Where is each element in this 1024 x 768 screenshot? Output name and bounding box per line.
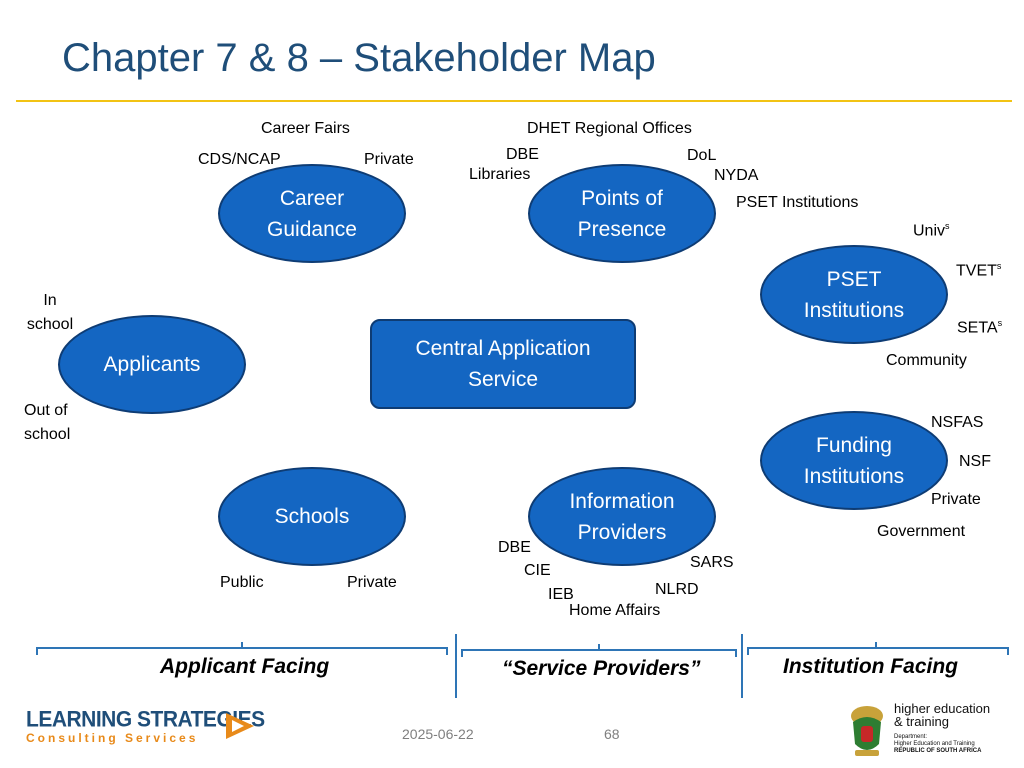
node-pset-institutions: PSET Institutions — [760, 245, 948, 344]
bracket-applicant-left-tick — [36, 647, 38, 655]
label-out-of-school: Out of school — [24, 399, 70, 447]
logo-line1: LEARNING STRATEGIES — [26, 707, 265, 732]
label-ieb: IEB — [548, 586, 574, 603]
footer-date: 2025-06-22 — [402, 726, 474, 742]
node-funding-line1: Funding — [816, 433, 892, 457]
bracket-applicant-facing — [36, 647, 448, 649]
label-seta-text: SETA — [957, 319, 998, 337]
label-tvets: TVETs — [956, 256, 1001, 281]
label-nyda: NYDA — [714, 167, 759, 184]
label-tvet-sup: s — [996, 261, 1002, 271]
logo-line2: Consulting Services — [26, 731, 199, 745]
section-divider-2 — [741, 634, 743, 698]
dept-line2: & training — [894, 714, 949, 729]
label-dbe-info: DBE — [498, 539, 531, 556]
bracket-service-center-tick — [598, 644, 600, 650]
bracket-institution-left-tick — [747, 647, 749, 655]
node-applicants-label: Applicants — [103, 353, 201, 376]
label-pset-institutions: PSET Institutions — [736, 194, 859, 211]
label-nlrd: NLRD — [655, 581, 699, 598]
title-divider — [16, 100, 1012, 102]
label-private-career: Private — [364, 151, 414, 168]
label-setas: SETAs — [957, 313, 1002, 338]
dept-line5: REPUBLIC OF SOUTH AFRICA — [894, 748, 982, 754]
bracket-applicant-center-tick — [241, 642, 243, 648]
label-private-school: Private — [347, 574, 397, 591]
bracket-applicant-right-tick — [446, 647, 448, 655]
dept-line1: higher education — [894, 701, 991, 716]
node-pset-institutions-line2: Institutions — [803, 298, 905, 322]
label-univs: Univs — [913, 216, 950, 241]
label-cds-ncap: CDS/NCAP — [198, 151, 281, 168]
node-points-of-presence: Points of Presence — [528, 164, 716, 263]
section-service-providers: “Service Providers” — [502, 657, 701, 680]
node-schools-label: Schools — [274, 505, 350, 528]
bracket-institution-right-tick — [1007, 647, 1009, 655]
label-univ-text: Univ — [913, 222, 946, 240]
label-in-school-line1: In — [43, 292, 57, 309]
node-central-line1: Central Application — [415, 337, 591, 360]
label-dbe-presence: DBE — [506, 146, 539, 163]
section-divider-1 — [455, 634, 457, 698]
bracket-service-providers — [461, 649, 737, 651]
label-home-affairs: Home Affairs — [569, 602, 661, 619]
label-dol: DoL — [687, 147, 717, 164]
footer-page-number: 68 — [604, 726, 620, 742]
label-sars: SARS — [690, 554, 734, 571]
label-nsfas: NSFAS — [931, 414, 984, 431]
label-community: Community — [886, 352, 967, 369]
label-cie: CIE — [524, 562, 551, 579]
node-pset-institutions-line1: PSET — [826, 267, 882, 291]
label-career-fairs: Career Fairs — [261, 120, 350, 137]
node-career-guidance-line1: Career — [279, 186, 345, 210]
node-central-line2: Service — [467, 368, 538, 391]
node-schools: Schools — [218, 467, 406, 566]
slide-title: Chapter 7 & 8 – Stakeholder Map — [62, 36, 656, 80]
play-arrow-icon — [226, 713, 254, 739]
dhet-logo-text: higher education & training Department: … — [894, 702, 990, 755]
node-career-guidance-line2: Guidance — [267, 217, 357, 241]
label-nsf: NSF — [959, 453, 991, 470]
label-in-school-line2: school — [26, 316, 74, 333]
bracket-institution-facing — [747, 647, 1009, 649]
label-government: Government — [877, 523, 966, 540]
coat-of-arms-icon — [851, 706, 883, 756]
bracket-institution-center-tick — [875, 642, 877, 648]
bracket-service-left-tick — [461, 649, 463, 657]
node-points-of-presence-line2: Presence — [577, 217, 667, 241]
bracket-service-right-tick — [735, 649, 737, 657]
label-univ-sup: s — [945, 221, 950, 231]
dept-line3: Department: — [894, 734, 928, 740]
node-info-line2: Providers — [577, 520, 667, 544]
label-dhet-regional: DHET Regional Offices — [527, 120, 692, 137]
node-applicants: Applicants — [58, 315, 246, 414]
label-tvet-text: TVET — [956, 262, 997, 280]
section-institution-facing: Institution Facing — [783, 655, 958, 678]
section-applicant-facing: Applicant Facing — [160, 655, 330, 678]
dept-line4: Higher Education and Training — [894, 741, 975, 747]
node-points-of-presence-line1: Points of — [581, 186, 663, 210]
label-out-of-school-line1: Out of — [24, 402, 68, 419]
label-public-school: Public — [220, 574, 264, 591]
label-out-of-school-line2: school — [24, 426, 71, 443]
node-info-line1: Information — [569, 489, 675, 513]
node-funding-line2: Institutions — [803, 464, 905, 488]
learning-strategies-logo: LEARNING STRATEGIES Consulting Services — [26, 707, 265, 745]
label-seta-sup: s — [997, 318, 1003, 328]
label-in-school: In school — [24, 289, 76, 337]
label-private-funding: Private — [931, 491, 981, 508]
label-libraries: Libraries — [469, 166, 531, 183]
